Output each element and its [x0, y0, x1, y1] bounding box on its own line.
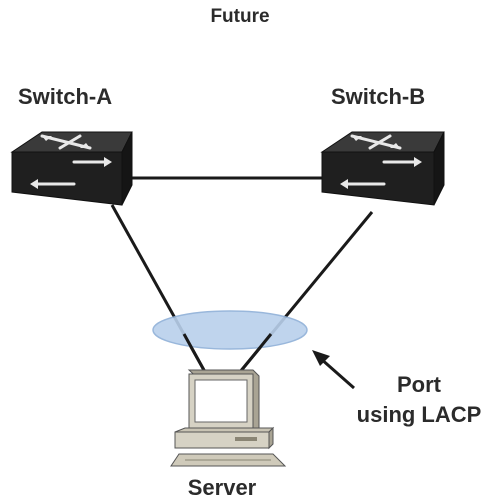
switch-b-label: Switch-B	[331, 84, 426, 109]
annotation-line1: Port	[397, 372, 441, 397]
switch-a-icon	[10, 131, 133, 206]
annotation-line2: using LACP	[356, 402, 482, 427]
server-icon	[170, 369, 287, 467]
server-label: Server	[187, 475, 257, 500]
switch-a-label: Switch-A	[18, 84, 113, 109]
lacp-port-ellipse	[152, 310, 308, 350]
arrow-icon	[312, 350, 355, 390]
diagram-top-text: Future	[210, 6, 270, 27]
link-switch-a-server-overlay	[182, 333, 207, 373]
switch-b-icon	[320, 131, 445, 206]
link-switch-b-server-overlay	[238, 333, 273, 373]
